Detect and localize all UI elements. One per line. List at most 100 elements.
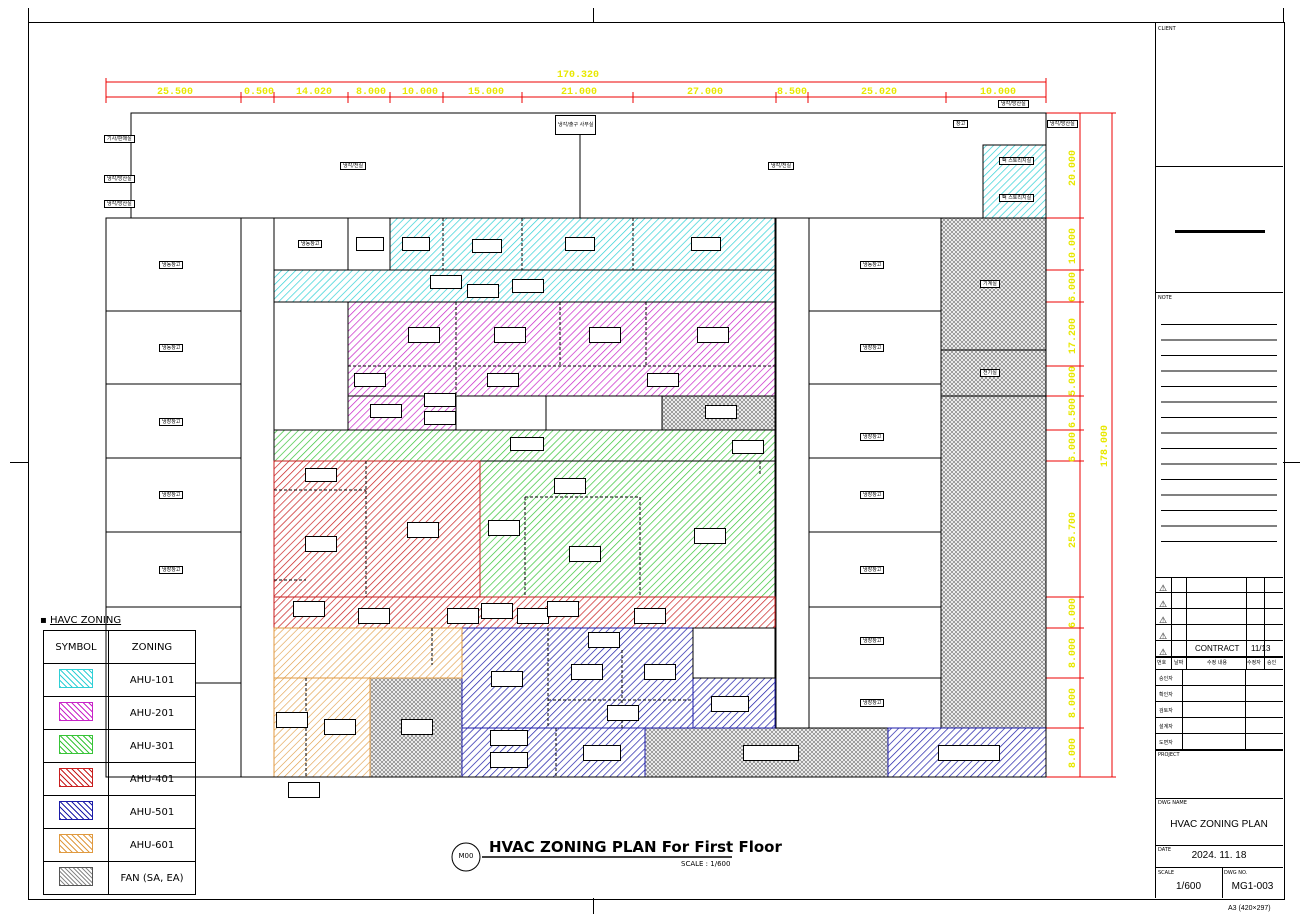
zone-tag [401,719,433,735]
dim-top-7: 21.000 [561,87,598,98]
legend-label: AHU-601 [108,828,196,862]
room-tag: 냉동창고 [159,344,184,352]
room-tag: 냉각/방산실 [104,200,135,208]
drawing-frame [28,22,1285,900]
legend-label: AHU-201 [108,696,196,730]
zone-tag [354,373,386,387]
legend-swatch [59,669,93,688]
paper-size: A3 (420×297) [1228,905,1271,912]
dim-total-right: 178.000 [1100,425,1111,468]
legend-row: FAN (SA, EA) [43,861,196,895]
zone-tag [705,405,737,419]
zone-tag [490,730,528,746]
dim-top-2: 0.500 [244,87,275,98]
contract-label: CONTRACT [1195,644,1240,653]
legend-label: AHU-401 [108,762,196,796]
drawing-scale: SCALE : 1/600 [681,860,731,868]
room-tag: 팩 스토리지실 [999,157,1035,165]
room-tag: 냉장창고 [860,344,885,352]
dim-top-6: 15.000 [468,87,505,98]
role-label: 도면자 [1159,740,1173,746]
dim-right-5: 5.000 [1068,366,1079,397]
room-tag: 팩 스토리지실 [999,194,1035,202]
legend-heading-text: HAVC ZONING [49,615,122,626]
zone-tag [554,478,586,494]
zone-tag [488,520,520,536]
legend-label: AHU-101 [108,663,196,697]
client-label: CLIENT [1158,26,1176,32]
room-tag: 냉장창고 [159,566,184,574]
zone-tag [691,237,721,251]
legend-swatch [59,735,93,754]
zone-tag [547,601,579,617]
zone-tag [589,327,621,343]
role-label: 검토자 [1159,708,1173,714]
zone-tag [424,393,456,407]
zone-tag [447,608,479,624]
zone-tag [293,601,325,617]
zone-tag [565,237,595,251]
zone-tag [402,237,430,251]
room-tag: 냉장창고 [860,637,885,645]
dwg-no-value: MG1-003 [1231,881,1274,892]
legend-row: AHU-501 [43,795,196,829]
title-block-frame [1155,22,1284,898]
role-label: 승인자 [1159,676,1173,682]
legend-row: AHU-201 [43,696,196,730]
dim-right-4: 17.200 [1068,318,1079,355]
dwg-no-label: DWG NO. [1224,870,1248,876]
zone-tag [424,411,456,425]
room-tag: 창고 [953,120,969,128]
dim-right-3: 6.000 [1068,272,1079,303]
room-tag: 냉동창고 [860,261,885,269]
zone-tag [481,603,513,619]
room-tag: 냉장창고 [860,491,885,499]
legend-row: AHU-301 [43,729,196,763]
dim-top-10: 25.020 [861,87,898,98]
zone-tag [634,608,666,624]
legend-row: AHU-101 [43,663,196,697]
zone-tag [583,745,621,761]
zone-tag [276,712,308,728]
legend-row: AHU-401 [43,762,196,796]
zone-tag [571,664,603,680]
room-tag: 기계실 [980,280,1000,288]
drawing-symbol: M00 [458,852,474,860]
dim-top-8: 27.000 [687,87,724,98]
note-label: NOTE [1158,295,1172,301]
zone-tag [494,327,526,343]
zone-tag [938,745,1000,761]
zone-tag [305,468,337,482]
legend-label: AHU-301 [108,729,196,763]
dim-top-9: 8.500 [777,87,808,98]
date-value: 2024. 11. 18 [1191,850,1247,861]
zone-tag [588,632,620,648]
room-tag: 냉장창고 [159,491,184,499]
zone-tag [324,719,356,735]
legend-table: SYMBOL ZONING AHU-101 AHU-201 AHU-301 AH… [43,630,196,895]
dim-right-8: 25.700 [1068,512,1079,549]
legend-col-symbol: SYMBOL [43,630,109,664]
room-tag: 냉동창고 [298,240,323,248]
dim-top-4: 8.000 [356,87,387,98]
scale-label: SCALE [1158,870,1175,876]
legend-swatch [59,702,93,721]
room-tag: 냉각/전실 [340,162,367,170]
zone-tag [407,522,439,538]
role-label: 설계자 [1159,724,1173,730]
zone-tag [694,528,726,544]
zone-tag [288,782,320,798]
logo-bar [1175,230,1265,233]
dim-right-6: 6.500 [1068,398,1079,429]
room-tag: 냉장창고 [159,418,184,426]
dim-right-10: 8.000 [1068,638,1079,669]
zone-tag [517,608,549,624]
room-tag: 냉장창고 [860,699,885,707]
revision-header: 번호 날짜 수정 내용 수정자 승인 [1155,657,1283,670]
dim-top-5: 10.000 [402,87,439,98]
room-tag: 냉장창고 [860,566,885,574]
contract-number: 11/13 [1251,644,1271,653]
zone-tag [356,237,384,251]
dim-right-2: 10.000 [1068,228,1079,265]
room-tag: 냉동창고 [159,261,184,269]
